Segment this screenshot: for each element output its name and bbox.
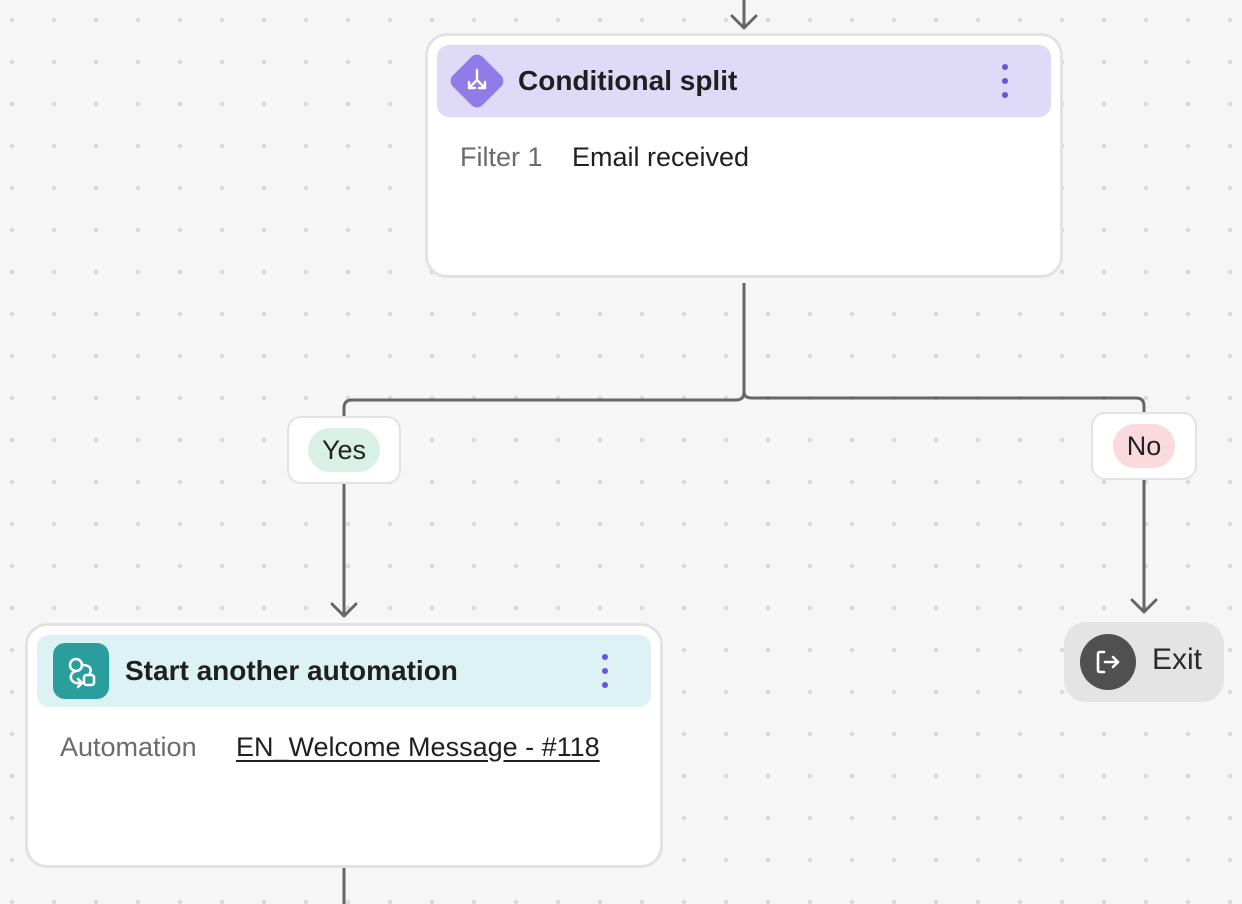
menu-dot (602, 654, 608, 660)
menu-dot (1002, 64, 1008, 70)
menu-dot (1002, 92, 1008, 98)
conditional-split-title: Conditional split (518, 65, 738, 96)
filter-value: Email received (572, 142, 750, 172)
exit-label: Exit (1152, 643, 1203, 676)
yes-branch-label[interactable]: Yes (287, 416, 401, 484)
menu-dot (602, 668, 608, 674)
no-pill: No (1112, 424, 1176, 468)
start-automation-node[interactable]: Start another automation Automation EN_W… (25, 623, 663, 868)
conditional-split-node[interactable]: Conditional split Filter 1 Email receive… (425, 33, 1063, 278)
conditional-split-header[interactable]: Conditional split (437, 45, 1051, 117)
automation-label: Automation (60, 732, 197, 762)
incoming-connector (730, 0, 758, 30)
conditional-split-menu-button[interactable] (995, 64, 1015, 98)
start-automation-menu-button[interactable] (595, 654, 615, 688)
exit-node[interactable]: Exit (1064, 622, 1224, 702)
menu-dot (602, 682, 608, 688)
no-connector (1130, 478, 1158, 614)
menu-dot (1002, 78, 1008, 84)
filter-label: Filter 1 (460, 142, 543, 172)
yes-pill: Yes (307, 428, 381, 472)
automation-link[interactable]: EN_Welcome Message - #118 (236, 732, 600, 762)
no-branch-label[interactable]: No (1091, 412, 1197, 480)
start-automation-header[interactable]: Start another automation (37, 635, 651, 707)
automation-icon (53, 643, 109, 699)
split-arrows-icon (447, 51, 507, 111)
exit-icon (1080, 634, 1136, 690)
branch-connector (342, 283, 1146, 418)
start-automation-title: Start another automation (125, 655, 458, 686)
yes-connector (330, 482, 358, 618)
